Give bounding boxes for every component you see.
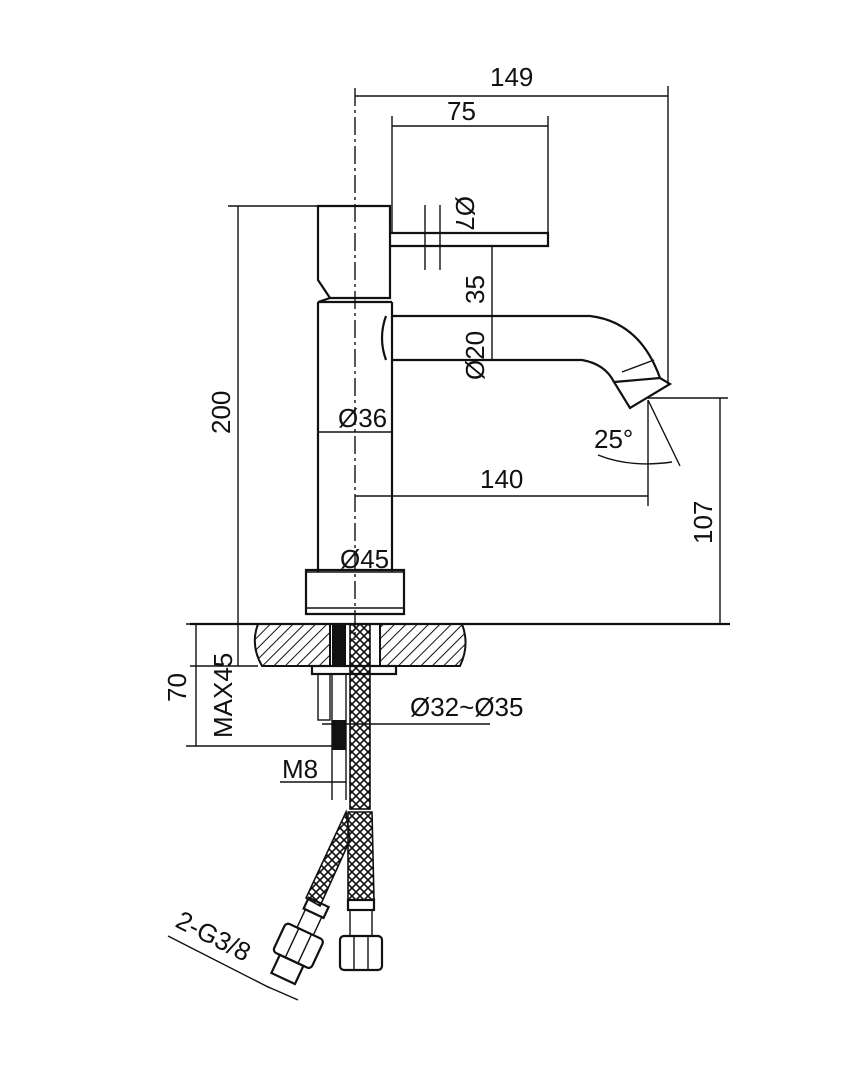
left-nut-facet-1 <box>284 928 300 958</box>
dim-spout-height: 107 <box>688 501 718 544</box>
body-column <box>316 302 394 572</box>
left-connector-end <box>269 953 305 986</box>
dim-spout-reach: 140 <box>480 464 523 494</box>
hose-right-braid <box>347 811 375 901</box>
right-connector-collar <box>346 898 376 912</box>
base-ring <box>304 568 406 616</box>
spout-top <box>392 314 662 379</box>
stud-upper <box>332 624 346 666</box>
handle-block <box>316 204 392 300</box>
right-connector-body <box>349 909 373 937</box>
dim-body-height: 200 <box>206 391 236 434</box>
left-connector <box>269 896 331 986</box>
countertop-right-hatch <box>379 623 467 667</box>
countertop-left-hatch <box>253 623 331 667</box>
hose-left-braid <box>304 809 351 908</box>
dim-hose-connection: 2-G3/8 <box>171 905 255 968</box>
dim-stud-thread: M8 <box>282 754 318 784</box>
handle-lever <box>390 231 550 248</box>
left-connector-body <box>296 908 323 937</box>
spout-bottom <box>392 358 615 383</box>
spout-joint <box>380 315 388 361</box>
dim-base-diameter: Ø45 <box>340 544 389 574</box>
dim-hole-depth: 70 <box>162 673 192 702</box>
spout-aerator <box>612 376 673 410</box>
dim-overall-width: 149 <box>490 62 533 92</box>
dim-hole-diameter: Ø32~Ø35 <box>410 692 523 722</box>
left-nut-facet-2 <box>297 934 313 964</box>
hose-upper-braid <box>349 623 371 810</box>
right-connector-nut <box>338 934 384 972</box>
dim-body-diameter: Ø36 <box>338 403 387 433</box>
dim-spout-diameter: Ø20 <box>460 331 490 380</box>
dim-handle-diameter: Ø7 <box>450 196 480 231</box>
dim-handle-height: 35 <box>460 275 490 304</box>
countertop-section <box>190 622 730 667</box>
mounting-assembly <box>269 623 398 986</box>
dimension-lines <box>167 86 728 1001</box>
aerator-edge <box>621 359 655 373</box>
mounting-nut <box>317 673 331 721</box>
dim-handle-length: 75 <box>447 96 476 126</box>
dim-max-thickness: MAX45 <box>208 653 238 738</box>
faucet-body <box>304 204 673 616</box>
stud-lower <box>332 720 346 750</box>
dim-spout-angle: 25° <box>594 424 633 454</box>
